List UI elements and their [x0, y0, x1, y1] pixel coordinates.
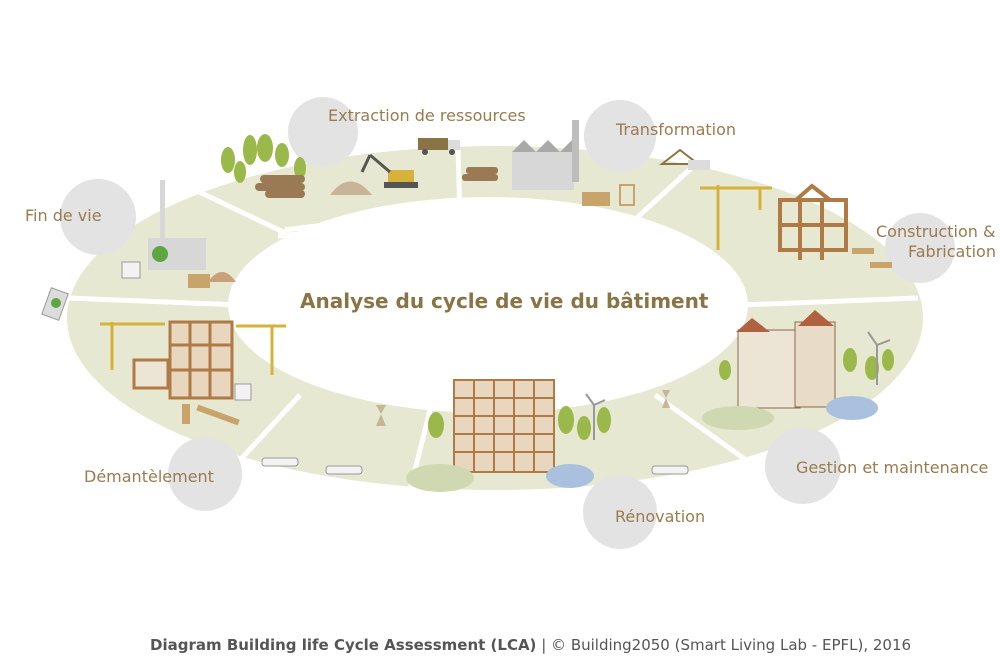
lumber-icon: [852, 248, 892, 268]
label-construction-line1: Construction &: [876, 222, 996, 241]
center-title: Analyse du cycle de vie du bâtiment: [300, 289, 709, 313]
label-renovation: Rénovation: [615, 507, 706, 526]
caption-title: Diagram Building life Cycle Assessment (…: [150, 636, 537, 654]
recycle-truck-icon: [41, 287, 69, 321]
lumber-stack-icon: [582, 192, 610, 206]
green-patch-icon: [702, 406, 774, 430]
logs-icon: [462, 167, 498, 181]
gestion-illustration: [662, 310, 894, 430]
recycle-bin-icon: [121, 261, 141, 279]
figure-caption: Diagram Building life Cycle Assessment (…: [150, 636, 911, 654]
ring-inner-hole: [228, 197, 748, 413]
crane-icon: [100, 322, 286, 375]
factory-icon: [512, 152, 574, 190]
bubble-gestion: [765, 428, 841, 504]
truss-truck-icon: [659, 148, 710, 170]
green-patch-icon: [406, 464, 474, 492]
wind-turbine-icon: [585, 393, 606, 440]
fin-de-vie-illustration: [41, 180, 236, 321]
caption-separator: |: [541, 636, 547, 654]
chimney-icon: [160, 180, 165, 240]
extraction-illustration: [221, 134, 460, 198]
sand-pile-icon: [208, 272, 236, 282]
panel-icon: [619, 184, 635, 206]
label-transformation: Transformation: [616, 120, 737, 139]
bubble-fin-de-vie: [60, 179, 136, 255]
bubble-renovation: [583, 475, 657, 549]
lumber-icon: [182, 404, 240, 426]
bubble-transformation: [584, 100, 656, 172]
timber-tower-icon: [453, 379, 555, 473]
bus-icon: [261, 457, 689, 475]
bubble-extraction: [288, 97, 358, 167]
crane-icon: [700, 185, 772, 250]
bubble-construction: [885, 213, 955, 283]
crate-icon: [188, 274, 210, 288]
bubble-demantelement: [168, 437, 242, 511]
segment-dividers: [67, 149, 919, 491]
logs-icon: [255, 175, 305, 198]
recycle-icon: [152, 246, 168, 262]
caption-credit: © Building2050 (Smart Living Lab - EPFL)…: [551, 636, 912, 654]
renovation-illustration: [261, 379, 689, 492]
tree-icon: [719, 348, 894, 380]
label-construction-line2: Fabrication: [908, 242, 996, 261]
wind-turbine-icon: [867, 331, 891, 385]
hourglass-icon: [376, 405, 386, 426]
label-demantelement: Démantèlement: [84, 467, 214, 486]
label-bubbles: [60, 97, 955, 549]
sand-pile-icon: [330, 181, 372, 195]
excavator-icon: [360, 153, 418, 188]
label-gestion: Gestion et maintenance: [796, 458, 989, 477]
tree-icon: [221, 134, 306, 183]
label-extraction: Extraction de ressources: [328, 106, 526, 125]
timber-frame-icon: [778, 183, 848, 260]
pond-icon: [826, 396, 878, 420]
label-fin-de-vie: Fin de vie: [25, 206, 102, 225]
tree-icon: [428, 406, 611, 440]
apartment-building-icon: [736, 310, 836, 409]
dismantled-building-icon: [132, 320, 234, 400]
recycle-bin-icon: [234, 383, 252, 401]
transformation-illustration: [462, 120, 710, 206]
pond-icon: [546, 464, 594, 488]
chimney-icon: [572, 120, 579, 182]
construction-illustration: [700, 183, 892, 268]
truck-icon: [418, 138, 460, 155]
hourglass-icon: [662, 390, 670, 408]
demantelement-illustration: [100, 320, 286, 426]
